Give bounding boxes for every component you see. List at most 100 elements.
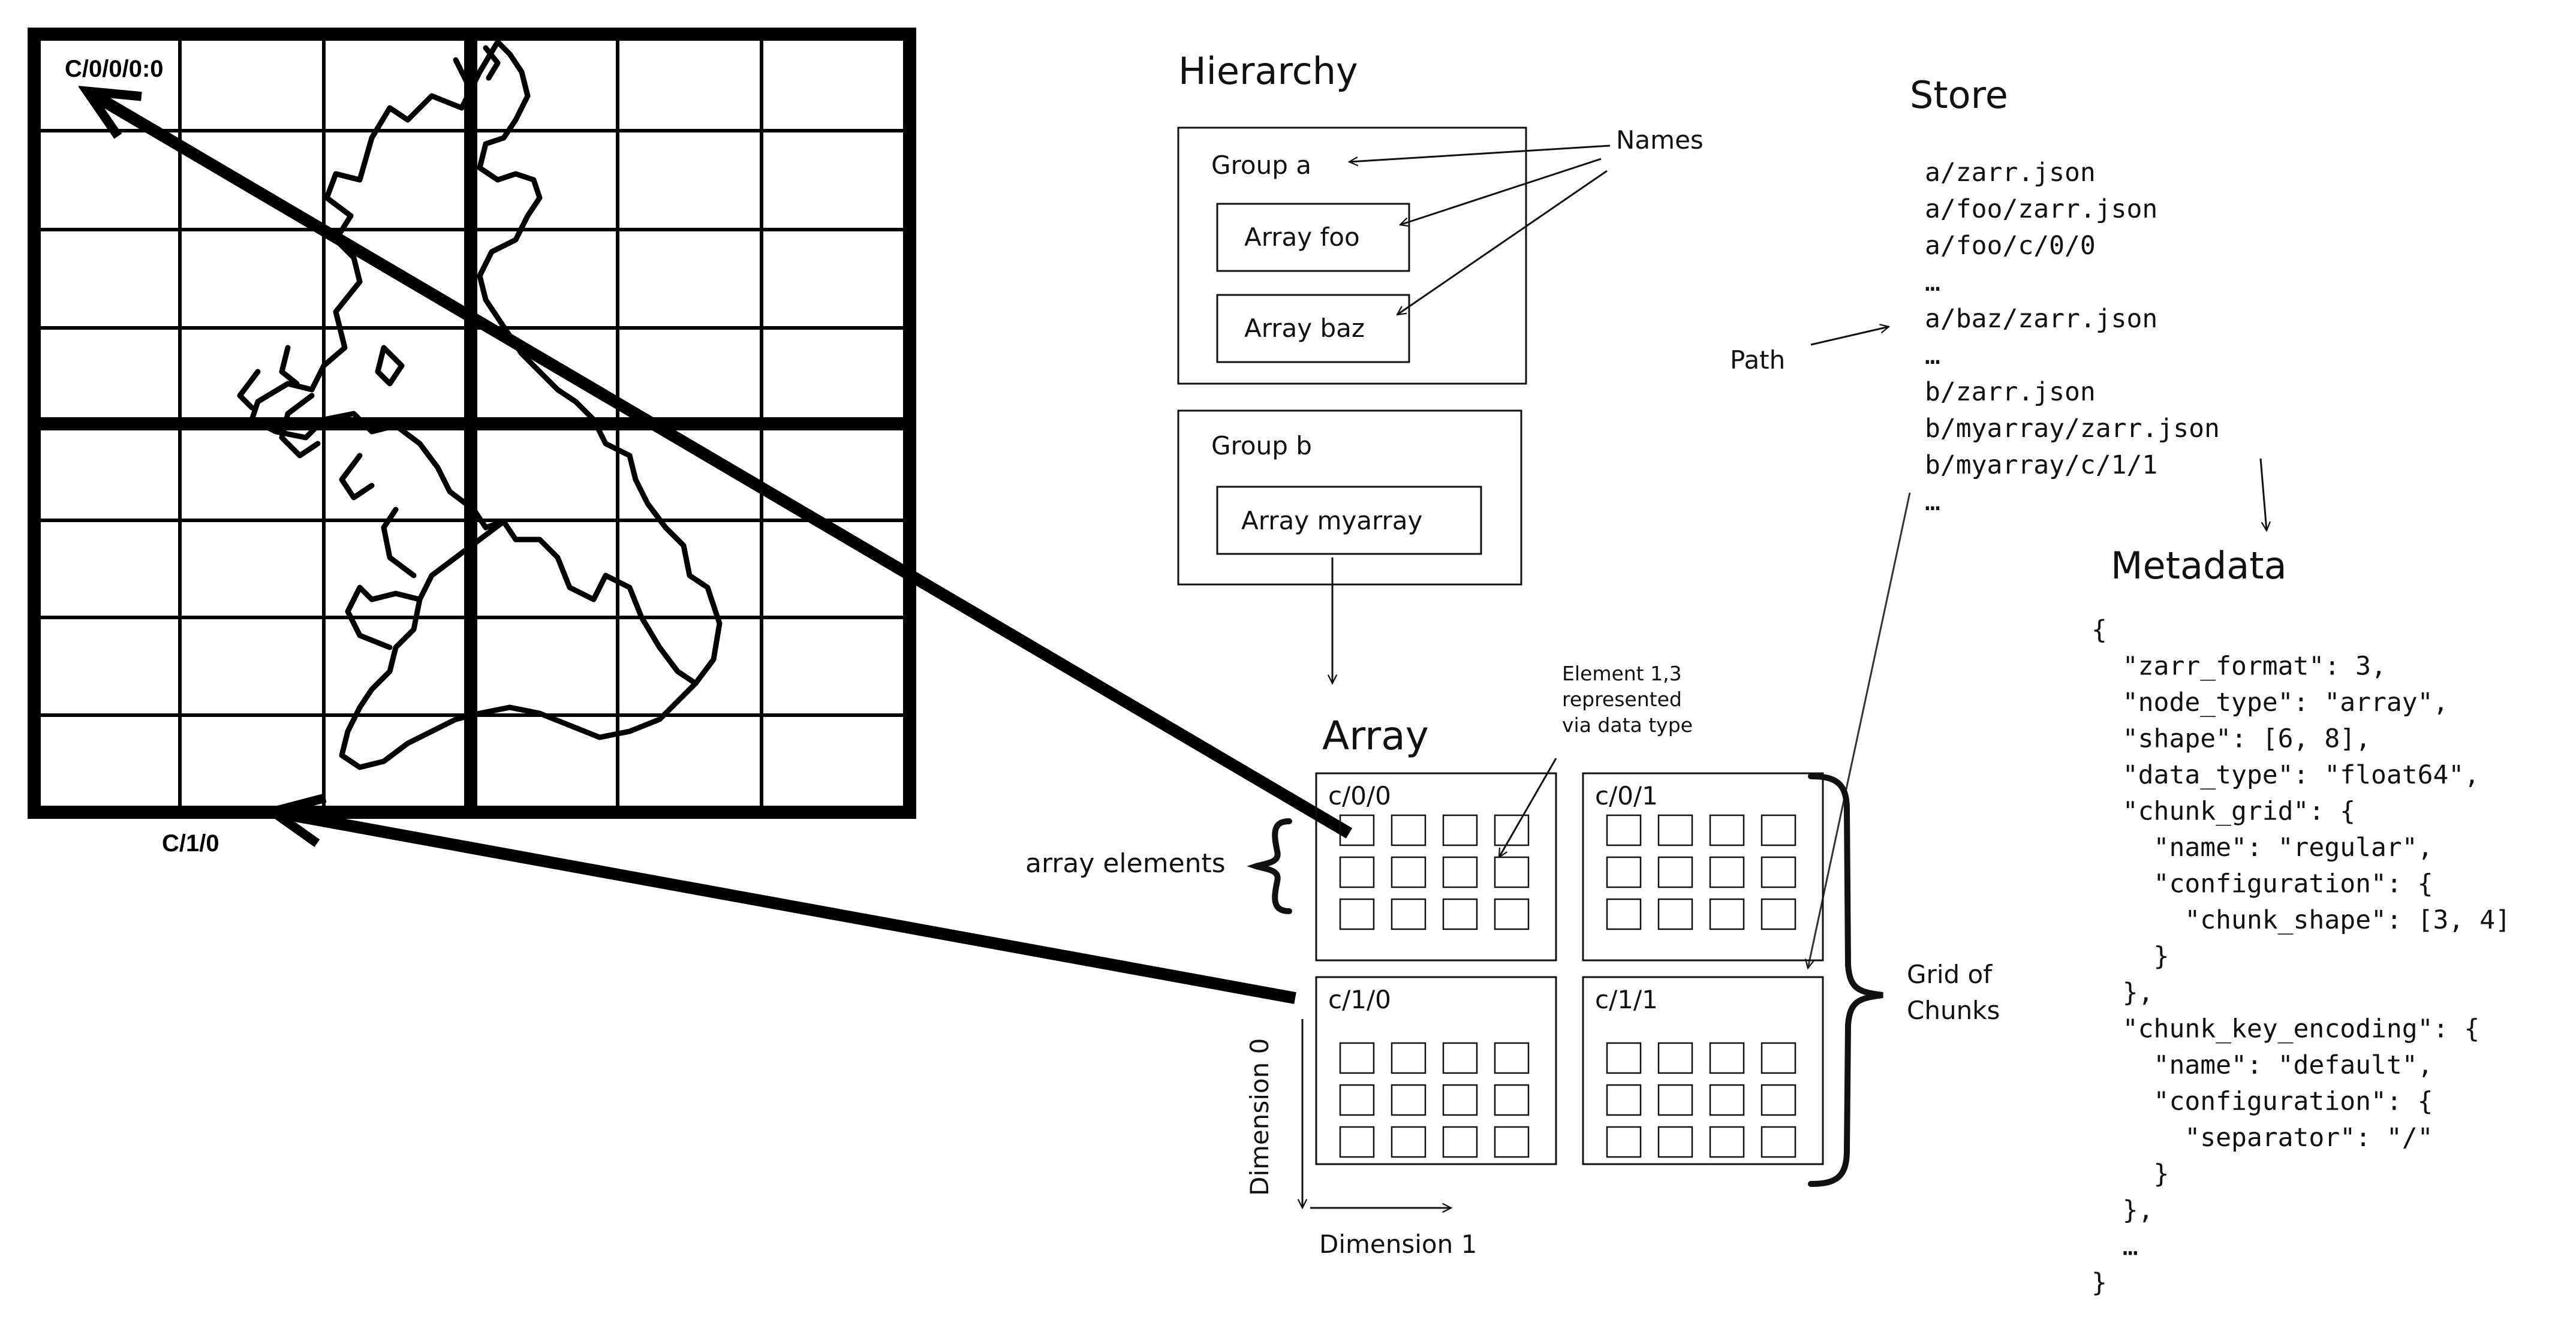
- metadata-line: "chunk_grid": {: [2092, 797, 2355, 827]
- metadata-line: "chunk_shape": [3, 4]: [2092, 905, 2511, 935]
- array-element-cell: [1606, 1084, 1642, 1116]
- metadata-section: Metadata { "zarr_format": 3, "node_type"…: [2092, 544, 2511, 1298]
- chunk-box: [1315, 772, 1557, 962]
- metadata-line: "shape": [6, 8],: [2092, 724, 2371, 754]
- map-chunk-label-00: C/0/0/0:0: [65, 56, 164, 82]
- array-element-cell: [1339, 898, 1375, 930]
- array-element-cell: [1339, 814, 1375, 846]
- array-myarray-label: Array myarray: [1241, 506, 1422, 535]
- array-element-cell: [1709, 1042, 1745, 1074]
- chunk-panels: c/0/0 c/0/1 c/1/0 c/1/1: [1315, 772, 1824, 1165]
- array-element-cell: [1709, 1126, 1745, 1158]
- metadata-line: "name": "regular",: [2092, 833, 2433, 863]
- arrow-to-chunk-10: [276, 812, 1296, 1004]
- store-line: …: [1925, 267, 1940, 297]
- chunk-box: [1315, 976, 1557, 1165]
- array-elements-brace: [1247, 818, 1292, 914]
- array-element-cell: [1657, 856, 1693, 888]
- chunk-panel: c/1/1: [1582, 976, 1824, 1165]
- metadata-line: }: [2092, 1268, 2107, 1298]
- chunk-label: c/0/0: [1328, 781, 1391, 810]
- metadata-title: Metadata: [2111, 544, 2287, 587]
- array-element-cell: [1442, 1084, 1478, 1116]
- array-element-cell: [1761, 856, 1796, 888]
- dimension-1-label: Dimension 1: [1319, 1229, 1477, 1259]
- array-element-cell: [1761, 898, 1796, 930]
- array-element-cell: [1761, 814, 1796, 846]
- store-to-metadata-arrow: [2259, 458, 2267, 531]
- map-panel: C/0/0/0:0 C/1/0: [28, 28, 916, 857]
- array-element-cell: [1442, 1126, 1478, 1158]
- store-line: b/myarray/c/1/1: [1925, 450, 2157, 480]
- array-element-cell: [1494, 1084, 1530, 1116]
- array-element-cell: [1606, 856, 1642, 888]
- metadata-line: },: [2092, 978, 2154, 1008]
- chunk-grid-lines: [28, 28, 916, 819]
- array-element-cell: [1339, 1084, 1375, 1116]
- array-element-cell: [1761, 1042, 1796, 1074]
- store-line: …: [1925, 487, 1940, 517]
- element-note-line-2: represented: [1562, 688, 1682, 711]
- array-element-cell: [1657, 814, 1693, 846]
- group-a-label: Group a: [1211, 150, 1311, 180]
- chunk-panel: c/0/1: [1582, 772, 1824, 962]
- chunk-box: [1582, 772, 1824, 962]
- chunk-label: c/0/1: [1595, 781, 1658, 810]
- array-baz-label: Array baz: [1244, 314, 1365, 343]
- array-element-cell: [1442, 1042, 1478, 1074]
- path-arrow: [1810, 327, 1889, 346]
- hierarchy-title: Hierarchy: [1178, 49, 1358, 93]
- store-line: a/foo/zarr.json: [1925, 194, 2157, 224]
- array-element-cell: [1391, 856, 1427, 888]
- metadata-line: …: [2092, 1232, 2138, 1262]
- array-element-cell: [1606, 1126, 1642, 1158]
- array-element-cell: [1339, 1042, 1375, 1074]
- array-element-cell: [1657, 898, 1693, 930]
- array-element-cell: [1339, 1126, 1375, 1158]
- grid-of-chunks-brace: [1808, 773, 1883, 1187]
- group-a-box: [1177, 126, 1527, 385]
- array-foo-box: [1216, 203, 1410, 272]
- store-line: b/myarray/zarr.json: [1925, 414, 2220, 444]
- metadata-line: "separator": "/": [2092, 1123, 2433, 1153]
- store-line: …: [1925, 340, 1940, 370]
- array-elements-label: array elements: [1025, 848, 1226, 879]
- array-element-cell: [1442, 898, 1478, 930]
- array-element-cell: [1391, 1126, 1427, 1158]
- array-element-cell: [1494, 898, 1530, 930]
- grid-label-line-1: Grid of: [1907, 960, 1993, 989]
- array-element-cell: [1494, 1126, 1530, 1158]
- array-element-cell: [1606, 898, 1642, 930]
- metadata-line: },: [2092, 1195, 2154, 1225]
- array-element-cell: [1606, 814, 1642, 846]
- metadata-line: "configuration": {: [2092, 869, 2433, 899]
- store-lines: a/zarr.jsona/foo/zarr.jsona/foo/c/0/0…a/…: [1925, 158, 2220, 517]
- array-element-cell: [1391, 1042, 1427, 1074]
- chunk-label: c/1/1: [1595, 985, 1658, 1014]
- array-element-cell: [1442, 814, 1478, 846]
- arrow-to-chunk-00: [90, 93, 1353, 839]
- store-title: Store: [1910, 73, 2008, 117]
- array-element-cell: [1494, 814, 1530, 846]
- element-note-arrow: [1498, 758, 1557, 857]
- chunk-label: c/1/0: [1328, 985, 1391, 1014]
- metadata-line: "node_type": "array",: [2092, 688, 2448, 718]
- hierarchy-section: Hierarchy Group a Array foo Array baz Gr…: [1177, 49, 1704, 683]
- metadata-line: "configuration": {: [2092, 1087, 2433, 1117]
- map-chunk-label-10: C/1/0: [162, 830, 219, 857]
- array-element-cell: [1391, 898, 1427, 930]
- array-element-cell: [1709, 856, 1745, 888]
- array-element-cell: [1709, 814, 1745, 846]
- names-arrows: [1349, 144, 1611, 315]
- array-element-cell: [1761, 1084, 1796, 1116]
- array-element-cell: [1442, 856, 1478, 888]
- array-element-cell: [1657, 1042, 1693, 1074]
- array-baz-box: [1216, 294, 1410, 363]
- grid-label-line-2: Chunks: [1907, 996, 2000, 1025]
- array-title: Array: [1322, 713, 1429, 759]
- uk-map-outline: [237, 39, 723, 770]
- array-element-cell: [1494, 1042, 1530, 1074]
- array-myarray-box: [1216, 486, 1482, 555]
- array-element-cell: [1606, 1042, 1642, 1074]
- chunk-panel: c/1/0: [1315, 976, 1557, 1165]
